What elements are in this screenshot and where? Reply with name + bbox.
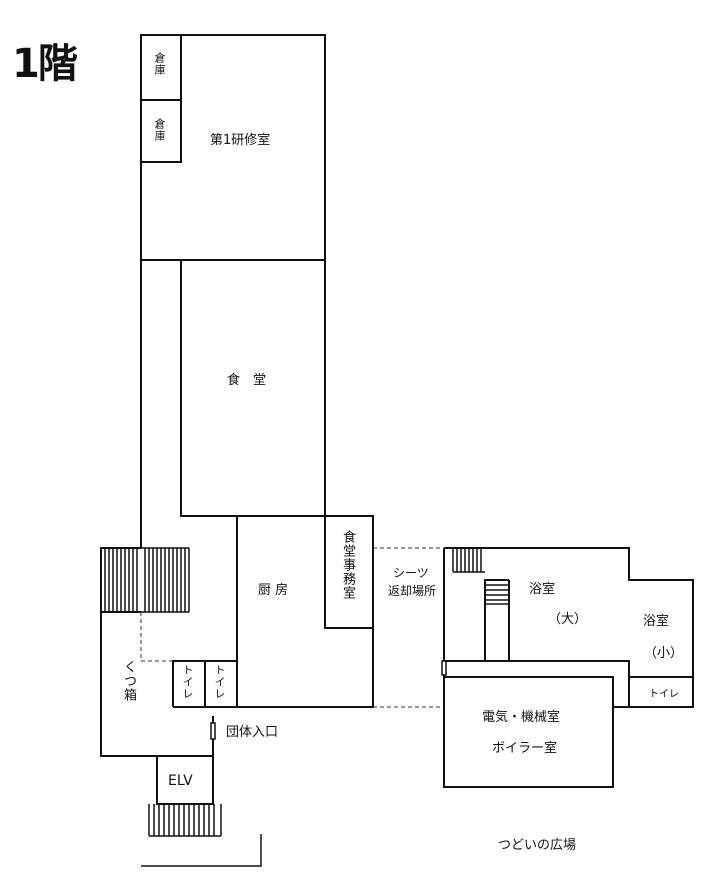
floor-label: 1階: [12, 41, 78, 87]
dining-hall-wall: [180, 260, 325, 517]
storage-room-label: 倉庫: [153, 52, 166, 76]
plaza-boundary: [141, 834, 262, 867]
right-building-door: [441, 660, 447, 676]
group-entrance-door: [210, 722, 216, 740]
toilet-label: トイレ: [213, 664, 226, 700]
right-building-wall: [443, 547, 694, 788]
stairs-entrance: [148, 804, 222, 837]
dashed-guides: [140, 547, 444, 708]
bath-small-sub-label: （小）: [644, 646, 684, 661]
toilet-label: トイレ: [181, 664, 194, 700]
stairs-left: [101, 547, 190, 613]
electrical-room-label: 電気・機械室: [482, 710, 561, 725]
group-entrance-label: 団体入口: [226, 725, 279, 740]
kitchen-label: 厨 房: [258, 583, 289, 598]
training-room-label: 第1研修室: [210, 133, 271, 148]
storage-room-walls: [141, 99, 182, 163]
bath-large-wall: [508, 580, 630, 707]
elevator-label: ELV: [168, 773, 193, 789]
main-building-wall: [140, 34, 326, 548]
dining-office-wall: [324, 516, 373, 629]
bath-large-label: 浴室: [529, 582, 556, 597]
bath-small-label: 浴室: [643, 614, 670, 629]
stairs-right: [452, 548, 509, 605]
toilet-label: トイレ: [649, 689, 679, 700]
sheets-return-label: シーツ: [393, 566, 429, 580]
boiler-room-label: ボイラー室: [492, 741, 558, 756]
electrical-room-wall: [444, 676, 614, 707]
shoe-box-label: くつ箱: [121, 660, 136, 702]
sheets-return-label: 返却場所: [388, 584, 437, 598]
dining-hall-label: 食 堂: [227, 373, 267, 388]
storage-room-label: 倉庫: [153, 118, 166, 142]
bath-large-sub-label: （大）: [548, 612, 588, 627]
stair-wall: [484, 579, 509, 661]
dining-office-label: 食堂事務室: [340, 530, 355, 600]
plaza-label: つどいの広場: [498, 838, 577, 853]
